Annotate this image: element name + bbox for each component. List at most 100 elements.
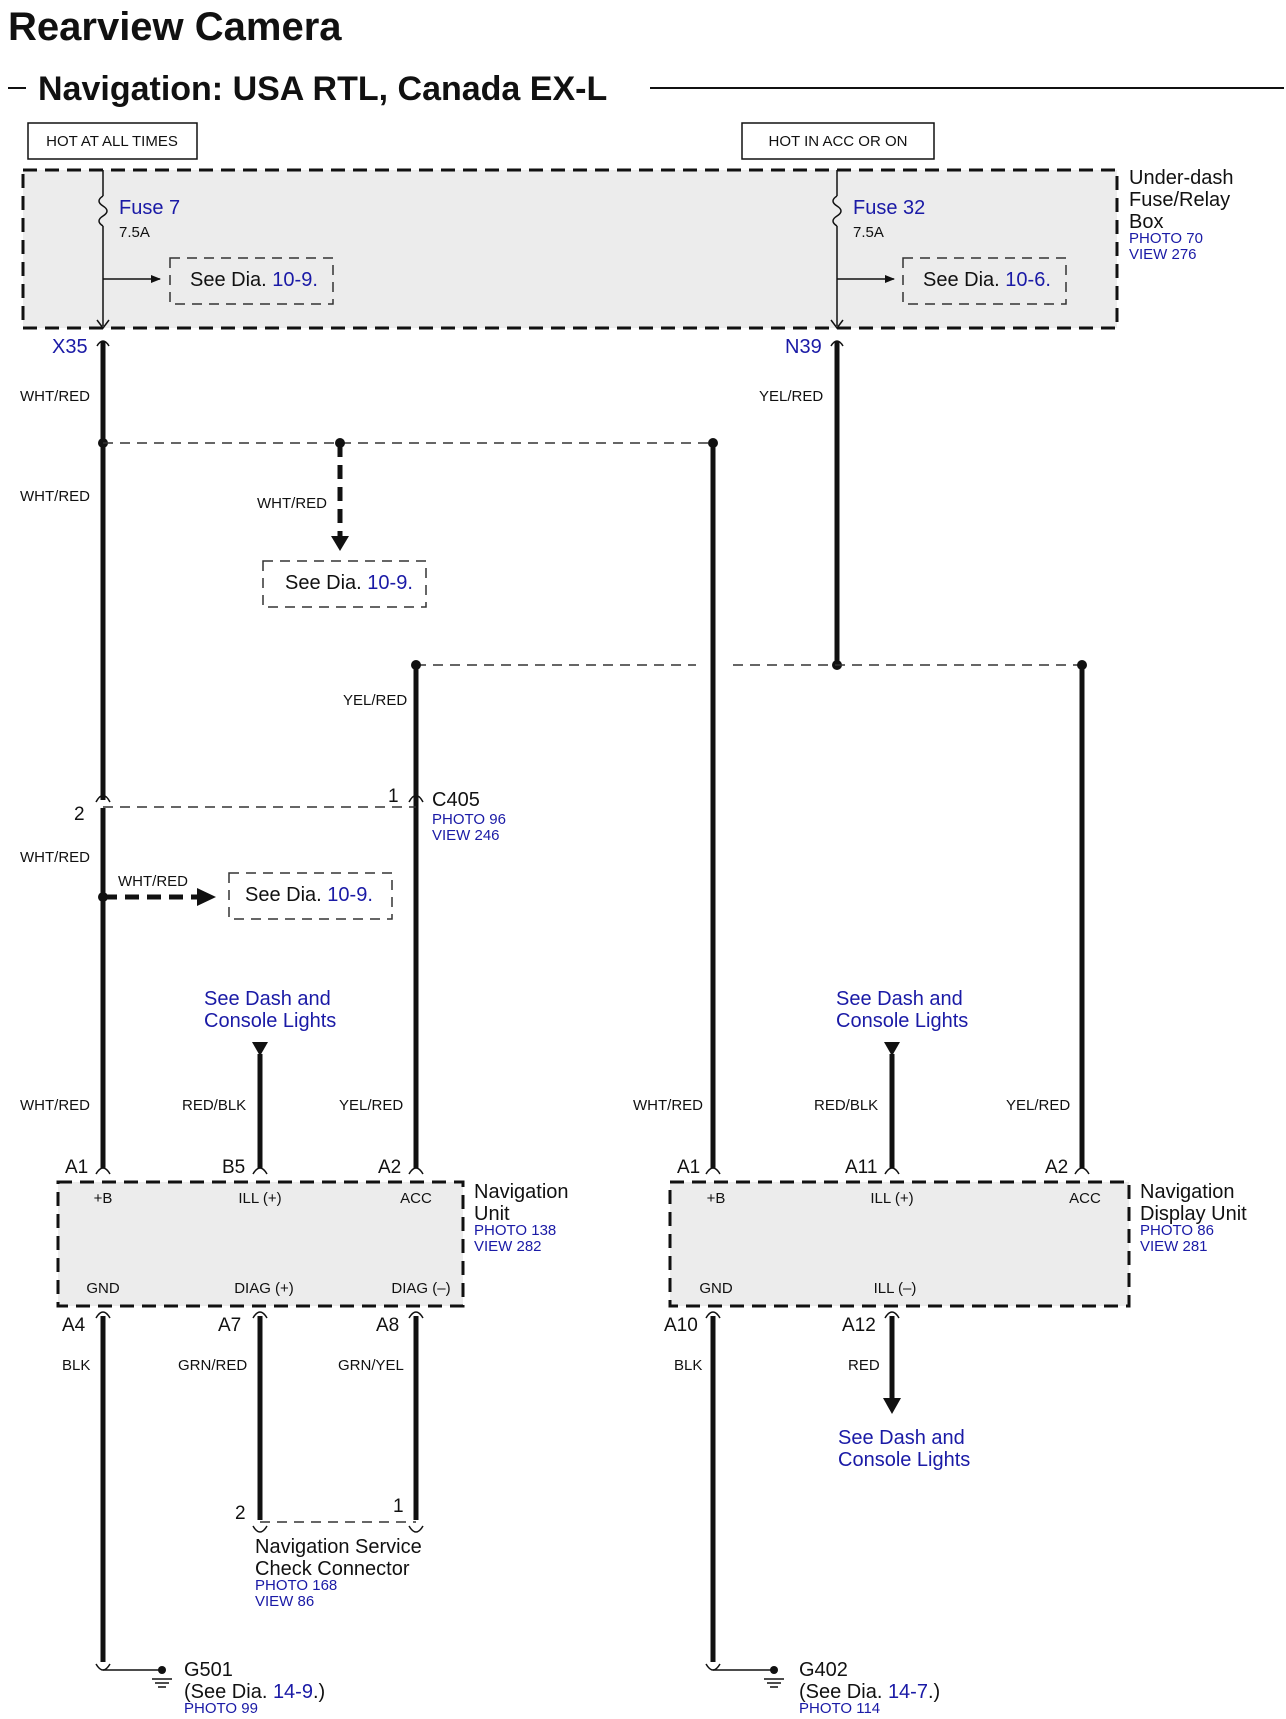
dash-lights-link-display-1[interactable]: See Dash and <box>836 988 963 1010</box>
dash-lights-link-nav-1[interactable]: See Dash and <box>204 988 331 1010</box>
nav-term-acc: ACC <box>400 1190 432 1207</box>
see-dia-box-lower <box>228 872 393 920</box>
fuse-box-name-1: Under-dash <box>1129 167 1234 189</box>
pin-cap-nav-a4 <box>95 1311 111 1319</box>
wire-label-wht-red-lower: WHT/RED <box>118 873 188 890</box>
wire-label-wht-red-nav: WHT/RED <box>20 1097 90 1114</box>
pin-cap-nav-b5 <box>252 1167 268 1175</box>
pin-cap-display-a2 <box>1074 1167 1090 1175</box>
display-term-ill-m: ILL (–) <box>874 1280 917 1297</box>
c405-pin1-symbol <box>408 794 424 803</box>
nav-pin-a4: A4 <box>62 1315 86 1336</box>
fuse-box-name-3: Box <box>1129 211 1163 233</box>
display-term-gnd: GND <box>699 1280 733 1297</box>
dash-lights-link-nav-2[interactable]: Console Lights <box>204 1010 336 1032</box>
nav-unit-view: VIEW 282 <box>474 1238 542 1255</box>
fuse32-name: Fuse 32 <box>853 197 925 219</box>
fuse32-rating: 7.5A <box>853 224 884 241</box>
svc-view: VIEW 86 <box>255 1593 314 1610</box>
dash-lights-arrow-down <box>883 1398 901 1414</box>
branch-arrow-down <box>331 536 349 551</box>
display-unit-name-2: Display Unit <box>1140 1203 1247 1225</box>
x35-label: X35 <box>52 336 88 358</box>
nav-term-diag-m: DIAG (–) <box>391 1280 450 1297</box>
display-unit-view: VIEW 281 <box>1140 1238 1208 1255</box>
display-pin-a1: A1 <box>677 1157 700 1178</box>
n39-terminal <box>830 319 844 330</box>
ground-cap-g402 <box>705 1663 721 1671</box>
c405-pin2: 2 <box>74 804 85 825</box>
wire-label-red: RED <box>848 1357 880 1374</box>
branch-arrow-right <box>197 888 216 906</box>
nav-term-b: +B <box>94 1190 113 1207</box>
see-dia-link-lower[interactable]: See Dia. 10-9. <box>245 884 373 906</box>
svc-name-2: Check Connector <box>255 1558 410 1580</box>
fuse7-symbol <box>98 195 108 227</box>
svc-photo: PHOTO 168 <box>255 1577 337 1594</box>
nav-pin-a2: A2 <box>378 1157 401 1178</box>
see-dia-link-fuse32[interactable]: See Dia. 10-6. <box>923 269 1051 291</box>
hot-acc-on-label: HOT IN ACC OR ON <box>769 133 908 150</box>
pin-cap-nav-a8 <box>408 1311 424 1319</box>
g402-ref[interactable]: (See Dia. 14-7.) <box>799 1681 940 1703</box>
fuse7-rating: 7.5A <box>119 224 150 241</box>
dash-lights-arrow-display <box>884 1042 900 1056</box>
navigation-unit <box>56 1180 465 1308</box>
ground-dot-g402 <box>770 1666 778 1674</box>
ground-cap-g501 <box>95 1663 111 1671</box>
wire-label-grn-yel: GRN/YEL <box>338 1357 404 1374</box>
svc-pin1: 1 <box>393 1496 404 1517</box>
pin-cap-display-a11 <box>884 1167 900 1175</box>
pin-cap-display-a10 <box>705 1311 721 1319</box>
nav-term-ill: ILL (+) <box>238 1190 281 1207</box>
c405-pin2-symbol <box>95 794 111 803</box>
fuse-relay-box <box>21 168 1119 330</box>
svc-name-1: Navigation Service <box>255 1536 422 1558</box>
display-term-ill-p: ILL (+) <box>870 1190 913 1207</box>
c405-pin1: 1 <box>388 786 399 807</box>
c405-photo: PHOTO 96 <box>432 811 506 828</box>
pin-cap-nav-a1 <box>95 1167 111 1175</box>
svc-pin2-symbol <box>252 1525 268 1533</box>
dash-lights-arrow-nav <box>252 1042 268 1056</box>
see-dia-box-branch <box>262 560 427 608</box>
nav-term-gnd: GND <box>86 1280 120 1297</box>
display-unit-name-1: Navigation <box>1140 1181 1235 1203</box>
wire-label-wht-red-1: WHT/RED <box>20 388 90 405</box>
g501-photo: PHOTO 99 <box>184 1700 258 1717</box>
g501-ref[interactable]: (See Dia. 14-9.) <box>184 1681 325 1703</box>
pin-cap-nav-a2 <box>408 1167 424 1175</box>
wire-label-blk-nav: BLK <box>62 1357 90 1374</box>
wire-label-yel-red-nav: YEL/RED <box>339 1097 403 1114</box>
wire-label-red-blk-display: RED/BLK <box>814 1097 878 1114</box>
c405-view: VIEW 246 <box>432 827 500 844</box>
dash-lights-link-bottom-1[interactable]: See Dash and <box>838 1427 965 1449</box>
hot-acc-on-box <box>741 122 935 160</box>
wire-label-yel-red-1: YEL/RED <box>759 388 823 405</box>
page-subtitle: Navigation: USA RTL, Canada EX-L <box>38 70 607 108</box>
wire-label-yel-red-2: YEL/RED <box>343 692 407 709</box>
see-dia-link-fuse7[interactable]: See Dia. 10-9. <box>190 269 318 291</box>
wire-label-wht-red-2: WHT/RED <box>20 488 90 505</box>
display-unit-photo: PHOTO 86 <box>1140 1222 1214 1239</box>
dash-lights-link-display-2[interactable]: Console Lights <box>836 1010 968 1032</box>
dash-lights-link-bottom-2[interactable]: Console Lights <box>838 1449 970 1471</box>
g402-name: G402 <box>799 1659 848 1681</box>
wire-label-blk-display: BLK <box>674 1357 702 1374</box>
hot-at-all-times-box <box>27 122 198 160</box>
hot-at-all-times-label: HOT AT ALL TIMES <box>46 133 178 150</box>
pin-cap-nav-a7 <box>252 1311 268 1319</box>
see-dia-link-branch[interactable]: See Dia. 10-9. <box>285 572 413 594</box>
x35-terminal <box>96 319 110 330</box>
wire-label-wht-red-display: WHT/RED <box>633 1097 703 1114</box>
pin-cap-display-a12 <box>884 1311 900 1319</box>
pin-cap-display-a1 <box>705 1167 721 1175</box>
display-term-acc: ACC <box>1069 1190 1101 1207</box>
display-pin-a12: A12 <box>842 1315 876 1336</box>
nav-unit-photo: PHOTO 138 <box>474 1222 556 1239</box>
display-pin-a11: A11 <box>845 1157 877 1178</box>
wire-label-wht-red-3: WHT/RED <box>20 849 90 866</box>
nav-unit-name-1: Navigation <box>474 1181 569 1203</box>
fuse-box-view: VIEW 276 <box>1129 246 1197 263</box>
